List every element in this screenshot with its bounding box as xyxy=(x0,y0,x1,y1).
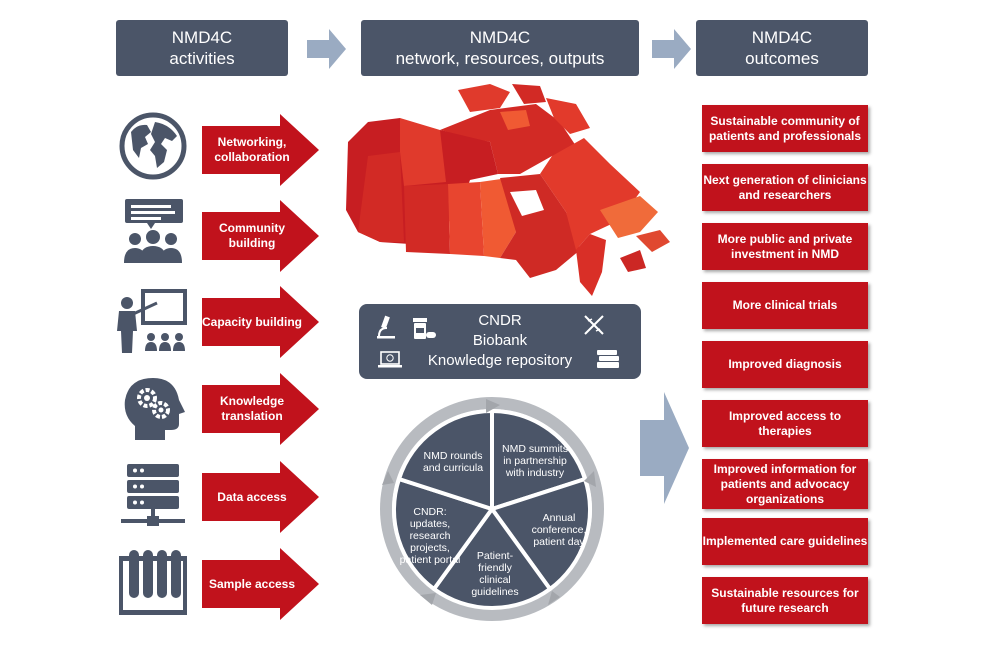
resource-knowledge-repository: Knowledge repository xyxy=(427,352,573,369)
activity-label: Capacity building xyxy=(202,314,303,329)
test-tubes-icon xyxy=(119,550,187,615)
activity-data-access: Data access xyxy=(202,461,320,533)
activity-networking: Networking,collaboration xyxy=(202,114,320,186)
activity-sample-access: Sample access xyxy=(202,548,320,620)
canada-map xyxy=(346,84,670,296)
header-activities: NMD4C activities xyxy=(116,20,288,76)
resource-biobank: Biobank xyxy=(472,332,528,349)
knowledge-head-icon xyxy=(124,378,185,440)
community-icon xyxy=(124,199,183,263)
red-arrow-shape xyxy=(202,373,319,445)
pills-icon xyxy=(413,318,436,339)
header-outcomes: NMD4C outcomes xyxy=(696,20,868,76)
red-arrow-shape xyxy=(202,548,319,620)
red-arrow-shape xyxy=(202,200,319,272)
outcomes-arrow xyxy=(640,392,689,504)
dna-icon xyxy=(584,315,604,335)
outcome-more-clinical-trials: More clinical trials xyxy=(702,282,868,329)
cycle-diagram xyxy=(380,397,604,621)
books-icon xyxy=(597,350,619,368)
activity-label: Data access xyxy=(217,489,287,504)
activity-label: Networking,collaboration xyxy=(214,135,290,164)
laptop-icon xyxy=(378,351,402,368)
microscope-icon xyxy=(377,315,395,339)
database-server-icon xyxy=(121,464,185,526)
resources-box: CNDR Biobank Knowledge repository xyxy=(359,304,641,379)
outcome-improved-access-therapies: Improved access to therapies xyxy=(702,400,868,447)
teaching-icon xyxy=(117,289,187,353)
red-arrow-shape xyxy=(202,286,319,358)
red-arrow-shape xyxy=(202,114,319,186)
header-network: NMD4C network, resources, outputs xyxy=(361,20,639,76)
header-arrow-2 xyxy=(652,29,691,69)
header-arrow-1 xyxy=(307,29,346,69)
red-arrow-shape xyxy=(202,461,319,533)
activity-capacity-building: Capacity building xyxy=(202,286,320,358)
resource-cndr: CNDR xyxy=(478,312,522,329)
activity-label: Sample access xyxy=(208,576,296,591)
outcome-improved-diagnosis: Improved diagnosis xyxy=(702,341,868,388)
globe-icon xyxy=(119,112,187,180)
outcome-implemented-care-guidelines: Implemented care guidelines xyxy=(702,518,868,565)
